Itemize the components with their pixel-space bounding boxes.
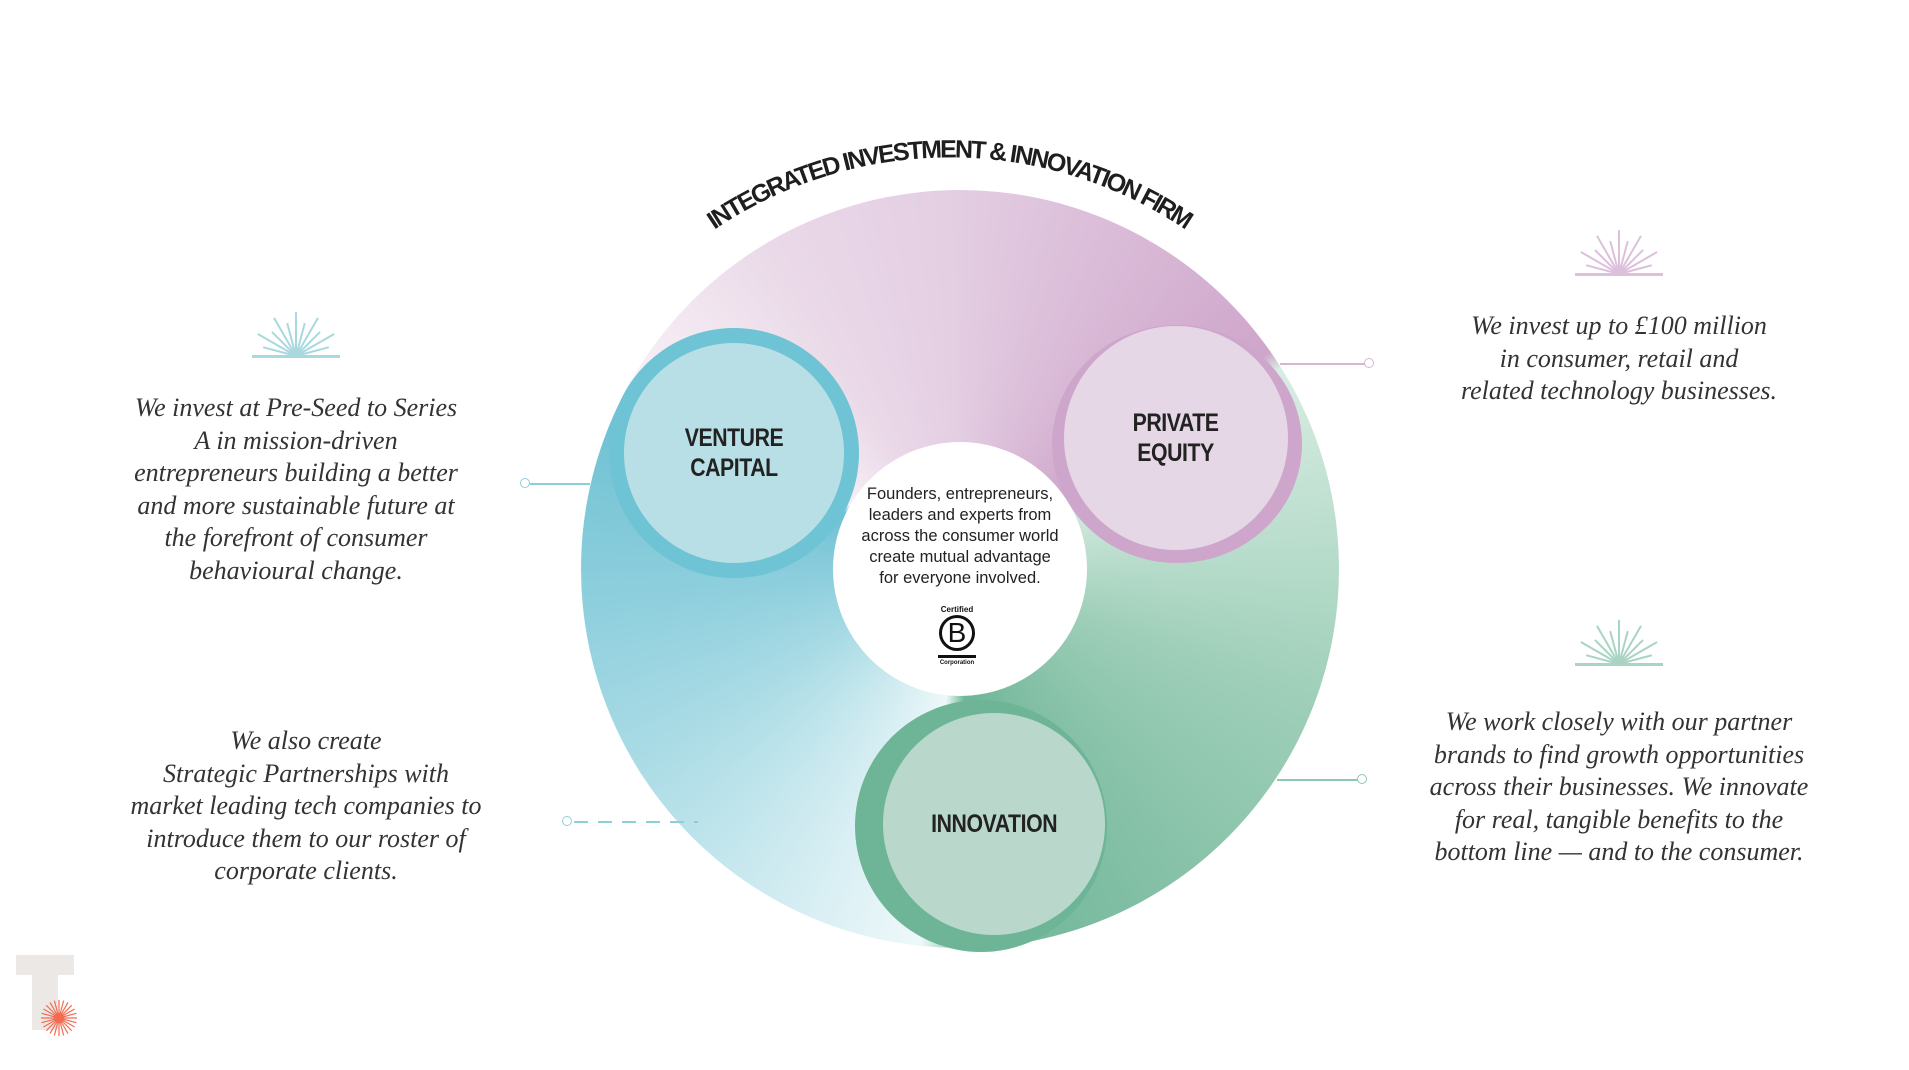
center-description: Founders, entrepreneurs, leaders and exp…	[843, 484, 1077, 589]
private-equity-label: PRIVATE EQUITY	[1133, 408, 1219, 468]
label-line: CAPITAL	[690, 454, 778, 482]
private-equity-description: We invest up to £100 million in consumer…	[1419, 310, 1819, 408]
desc-line: market leading tech companies to	[130, 791, 482, 820]
desc-line: for real, tangible benefits to the	[1454, 804, 1784, 834]
label-line: VENTURE	[684, 424, 784, 452]
desc-line: We invest at Pre-Seed to Series	[134, 393, 458, 422]
center-line: Founders, entrepreneurs,	[866, 485, 1054, 503]
desc-line: brands to find growth opportunities	[1433, 739, 1805, 769]
desc-line: bottom line — and to the consumer.	[1434, 837, 1804, 866]
badge-bottom-text: Corporation	[939, 660, 975, 666]
venture-capital-bubble: VENTURE CAPITAL	[624, 343, 844, 563]
partnerships-connector	[574, 821, 698, 823]
pe-connector-dot	[1364, 358, 1374, 368]
venture-capital-label: VENTURE CAPITAL	[685, 423, 784, 483]
partnerships-connector-dot	[562, 816, 572, 826]
vc-connector	[530, 483, 590, 485]
pe-connector	[1280, 363, 1366, 365]
label-line: PRIVATE	[1133, 409, 1219, 437]
sunburst-icon	[252, 312, 340, 358]
label-line: INNOVATION	[930, 810, 1058, 838]
label-line: EQUITY	[1137, 439, 1215, 467]
t-logo-icon	[16, 955, 77, 1036]
center-line: leaders and experts from	[868, 506, 1052, 524]
desc-line: behavioural change.	[189, 555, 403, 585]
desc-line: and more sustainable future at	[137, 490, 455, 520]
venture-capital-ring: VENTURE CAPITAL	[609, 328, 859, 578]
desc-line: in consumer, retail and	[1499, 343, 1739, 373]
innovation-connector	[1277, 779, 1359, 781]
venture-capital-description: We invest at Pre-Seed to Series A in mis…	[96, 392, 496, 587]
desc-line: We work closely with our partner	[1445, 707, 1793, 736]
center-line: across the consumer world	[861, 527, 1059, 545]
partnerships-description: We also create Strategic Partnerships wi…	[96, 725, 516, 888]
b-letter-icon: B	[939, 615, 975, 651]
desc-line: introduce them to our roster of	[146, 823, 466, 853]
center-line: for everyone involved.	[879, 569, 1041, 587]
desc-line: We also create	[230, 726, 382, 755]
svg-text:INTEGRATED INVESTMENT & INNOVA: INTEGRATED INVESTMENT & INNOVATION FIRM	[702, 135, 1197, 234]
center-line: create mutual advantage	[869, 548, 1051, 566]
center-circle	[833, 442, 1087, 696]
badge-bar	[938, 655, 976, 658]
desc-line: entrepreneurs building a better	[134, 458, 458, 487]
private-equity-ring: PRIVATE EQUITY	[1052, 325, 1302, 563]
diagram-title: INTEGRATED INVESTMENT & INNOVATION FIRM	[702, 135, 1198, 234]
desc-line: related technology businesses.	[1460, 376, 1778, 405]
desc-line: the forefront of consumer	[164, 523, 428, 552]
sunburst-icon	[1575, 230, 1663, 276]
desc-line: Strategic Partnerships with	[163, 758, 449, 788]
vc-connector-dot	[520, 478, 530, 488]
b-corp-badge: Certified B Corporation	[925, 605, 989, 666]
innovation-description: We work closely with our partner brands …	[1389, 706, 1849, 869]
desc-line: We invest up to £100 million	[1471, 311, 1767, 340]
desc-line: across their businesses. We innovate	[1429, 772, 1809, 801]
innovation-bubble: INNOVATION	[883, 713, 1105, 935]
innovation-connector-dot	[1357, 774, 1367, 784]
desc-line: corporate clients.	[214, 856, 398, 885]
innovation-label: INNOVATION	[931, 809, 1057, 839]
desc-line: A in mission-driven	[194, 425, 398, 455]
private-equity-bubble: PRIVATE EQUITY	[1064, 326, 1288, 550]
sunburst-icon	[1575, 620, 1663, 666]
innovation-ring: INNOVATION	[855, 700, 1107, 952]
badge-top-text: Certified	[940, 605, 974, 614]
